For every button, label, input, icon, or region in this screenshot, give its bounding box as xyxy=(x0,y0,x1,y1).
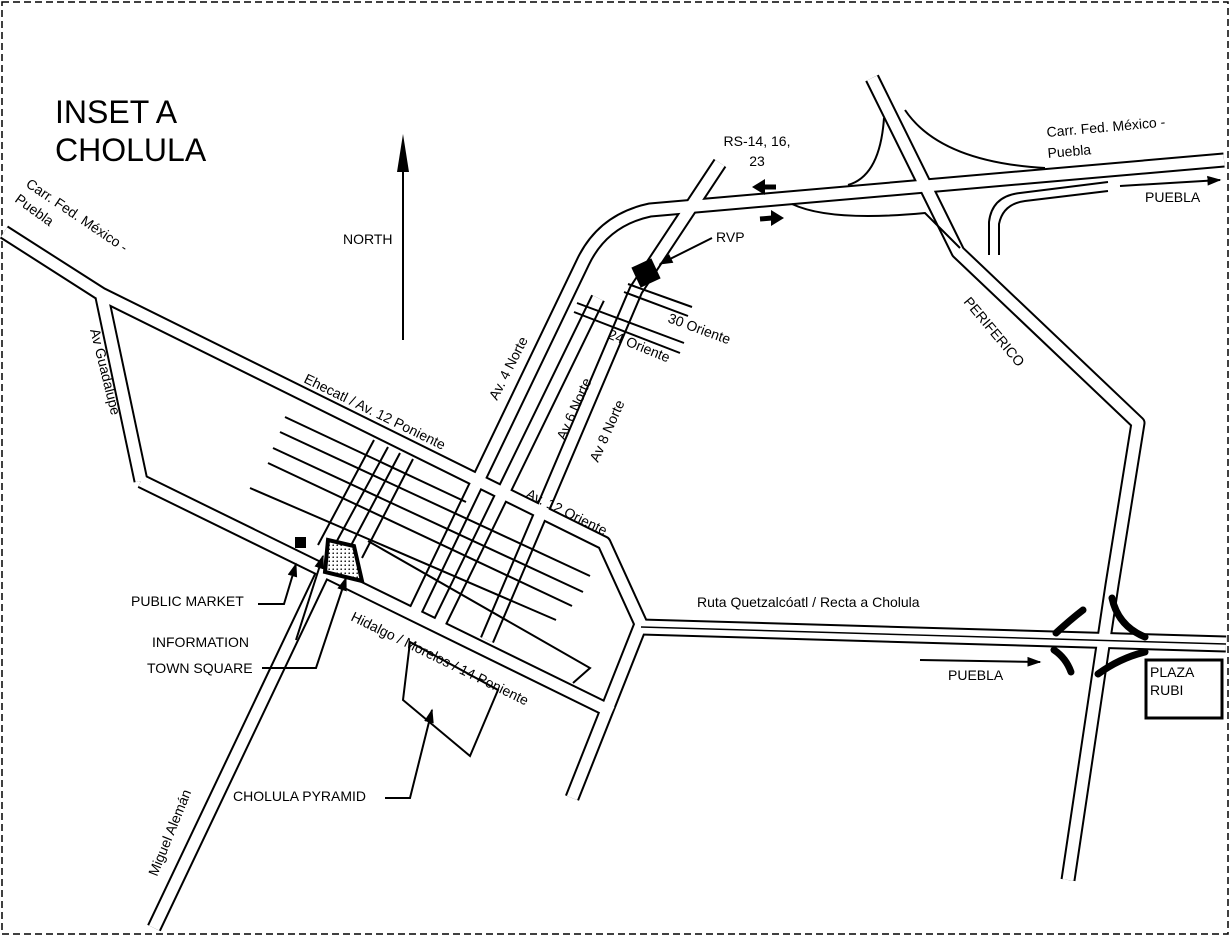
grid-street xyxy=(331,446,389,551)
grid-street xyxy=(272,447,584,593)
plaza-rubi-label-2: RUBI xyxy=(1150,682,1183,698)
interchange-ramps xyxy=(791,109,1109,255)
town-grid xyxy=(249,283,693,684)
puebla-north-arrow-icon xyxy=(1119,175,1222,187)
left-arrow-head xyxy=(752,179,765,195)
ramp-north-west xyxy=(847,117,885,186)
rvp-label: RVP xyxy=(716,229,745,245)
north-arrow-icon xyxy=(397,134,409,172)
right-arrow-icon xyxy=(759,215,773,222)
puebla-south-arrow-icon xyxy=(919,656,1042,667)
north-label: NORTH xyxy=(343,231,393,247)
street-24-oriente-b xyxy=(573,311,681,354)
map-title-line2: CHOLULA xyxy=(55,132,207,168)
grid-street-loop xyxy=(367,540,592,684)
plaza-rubi-box xyxy=(1144,658,1224,720)
ramp-mark xyxy=(1108,594,1149,641)
cholula-pyramid-label: CHOLULA PYRAMID xyxy=(233,788,366,804)
street-24-oriente-a xyxy=(576,302,685,344)
puebla-north-label: PUEBLA xyxy=(1145,189,1201,205)
street-30-oriente-a xyxy=(627,283,693,308)
ramp-mark xyxy=(1094,648,1149,678)
ramp-south-loop xyxy=(791,203,961,249)
grid-street xyxy=(249,487,557,621)
grid-street xyxy=(267,462,573,607)
ramp-east-a xyxy=(988,181,1109,255)
plaza-rubi-label-1: PLAZA xyxy=(1150,664,1195,680)
ramp-north-east xyxy=(904,109,1046,169)
grid-street xyxy=(279,431,591,577)
town-square-label: TOWN SQUARE xyxy=(147,660,253,676)
rs-route-arrows xyxy=(752,179,784,226)
carr-fed-east-label-2: Puebla xyxy=(1047,141,1092,161)
town-square xyxy=(322,537,365,584)
ramp-mark xyxy=(1050,646,1075,676)
pyramid-leader xyxy=(385,708,434,799)
leader-lines xyxy=(258,175,1222,799)
grid-street xyxy=(284,416,467,503)
rvp-leader xyxy=(658,237,713,265)
right-arrow-head xyxy=(771,210,784,226)
ramp-mark xyxy=(1052,606,1087,637)
rvp-marker xyxy=(631,258,661,288)
town-square-leader xyxy=(262,576,347,669)
rs-routes-label-2: 23 xyxy=(749,153,765,169)
cholula-pyramid xyxy=(401,640,500,758)
puebla-south-label: PUEBLA xyxy=(948,667,1004,683)
grid-street xyxy=(346,452,401,554)
public-market-marker xyxy=(295,537,306,548)
street-30-oriente-b xyxy=(623,291,689,317)
public-market-label: PUBLIC MARKET xyxy=(131,593,244,609)
quetzalcoatl-interchange xyxy=(1050,594,1149,678)
grid-street xyxy=(317,439,375,546)
map-title-line1: INSET A xyxy=(55,94,178,130)
quetzalcoatl-median xyxy=(640,626,1227,645)
public-market-leader xyxy=(258,562,298,605)
ruta-quetzalcoatl-label: Ruta Quetzalcóatl / Recta a Cholula xyxy=(697,594,920,610)
ramp-east-b xyxy=(998,190,1109,255)
information-label: INFORMATION xyxy=(152,634,249,650)
information-leader xyxy=(295,554,324,641)
rs-routes-label-1: RS-14, 16, xyxy=(724,133,791,149)
